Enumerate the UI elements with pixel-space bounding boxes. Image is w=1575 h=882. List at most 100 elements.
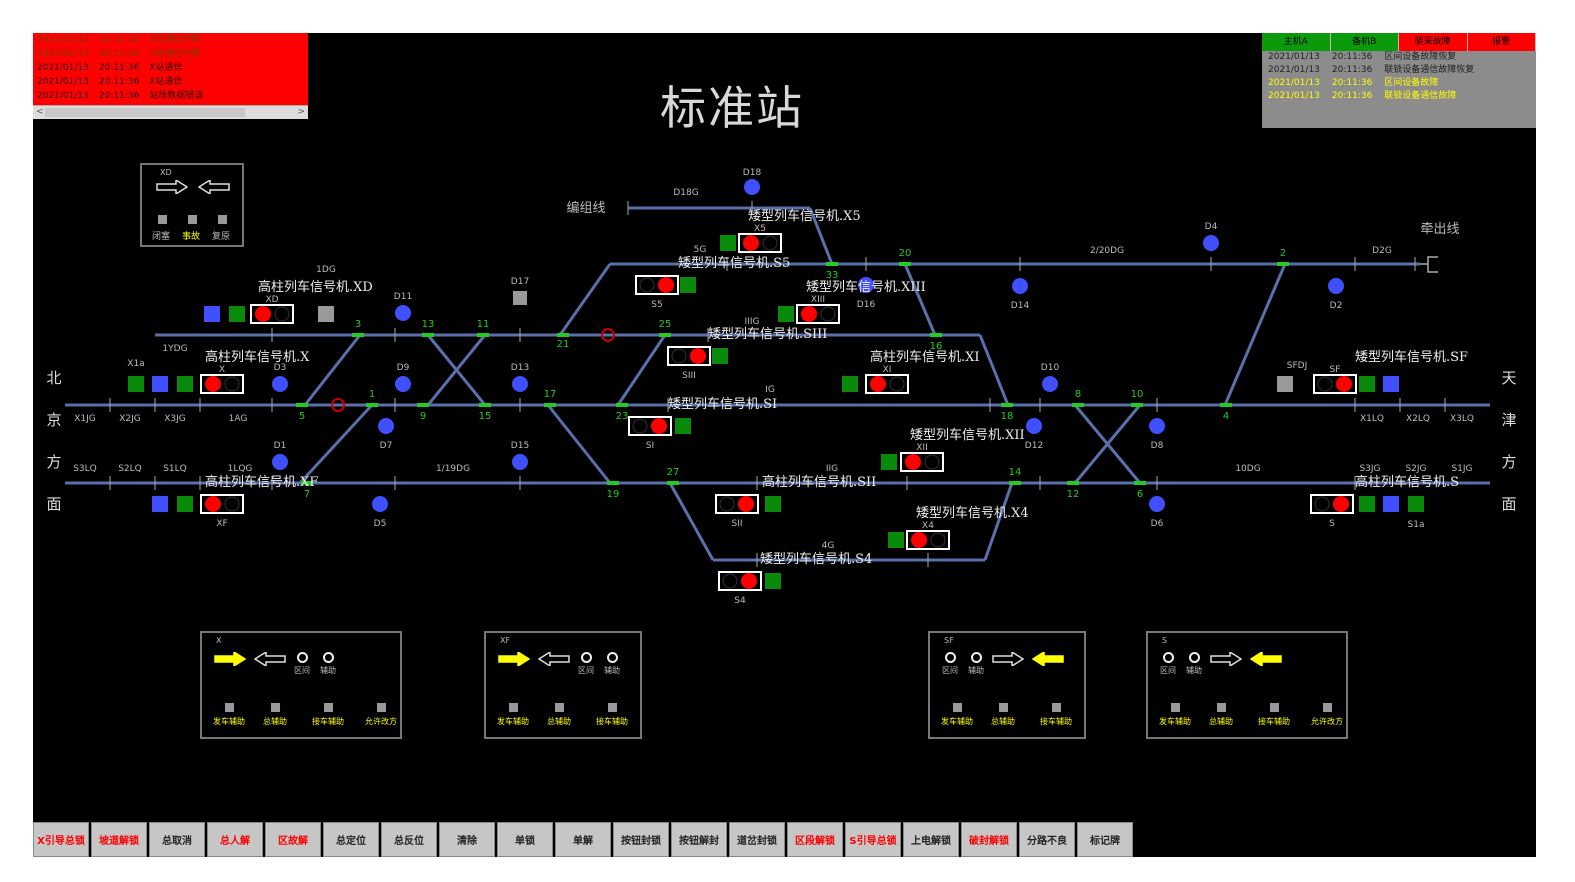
button-square[interactable] — [323, 703, 333, 712]
shunt-signal-D9[interactable]: D9 — [395, 363, 411, 392]
button-square[interactable] — [554, 703, 564, 712]
train-route-button[interactable] — [128, 376, 144, 392]
switch-point[interactable] — [607, 481, 619, 485]
shunt-signal-D7[interactable]: D7 — [378, 418, 394, 451]
button-square[interactable] — [376, 703, 386, 712]
shunt-signal-lamp[interactable] — [858, 277, 874, 293]
toolbar-button[interactable]: X引导总锁 — [33, 822, 89, 857]
toolbar-button[interactable]: 区段解锁 — [787, 822, 843, 857]
track-segment[interactable] — [1223, 263, 1287, 406]
train-route-button[interactable] — [765, 496, 781, 512]
switch-25[interactable]: 25 — [659, 319, 672, 337]
direction-button[interactable]: 接车辅助 — [1246, 703, 1302, 727]
direction-button[interactable]: 允许改方 — [360, 703, 402, 727]
shunt-signal-D15[interactable]: D15 — [511, 441, 529, 470]
toolbar-button[interactable]: 上电解锁 — [903, 822, 959, 857]
switch-5[interactable]: 5 — [296, 403, 308, 422]
toolbar-button[interactable]: 总定位 — [323, 822, 379, 857]
train-route-button[interactable] — [1359, 496, 1375, 512]
track-segment[interactable] — [983, 482, 1014, 561]
button-square[interactable] — [270, 703, 280, 712]
block-button[interactable] — [218, 215, 227, 224]
train-route-button[interactable] — [177, 496, 193, 512]
train-route-button[interactable] — [680, 277, 696, 293]
toolbar-button[interactable]: 按钮封锁 — [613, 822, 669, 857]
switch-point[interactable] — [659, 333, 671, 337]
switch-point[interactable] — [301, 481, 313, 485]
track-segment[interactable] — [808, 207, 834, 265]
switch-point[interactable] — [1067, 481, 1079, 485]
track-segment[interactable] — [546, 404, 612, 484]
direction-button[interactable]: 发车辅助 — [492, 703, 534, 727]
train-route-button[interactable] — [1408, 496, 1424, 512]
toolbar-button[interactable]: 单解 — [555, 822, 611, 857]
toolbar-button[interactable]: S引导总锁 — [845, 822, 901, 857]
shunt-signal-lamp[interactable] — [1149, 418, 1165, 434]
toolbar-button[interactable]: 标记牌 — [1077, 822, 1133, 857]
train-signal-S[interactable]: 高柱列车信号机.SS — [1310, 474, 1459, 529]
switch-4[interactable]: 4 — [1220, 403, 1232, 422]
switch-17[interactable]: 17 — [544, 389, 557, 407]
direction-button[interactable]: 总辅助 — [538, 703, 580, 727]
switch-point[interactable] — [1131, 403, 1143, 407]
switch-point[interactable] — [616, 403, 628, 407]
train-route-button[interactable] — [177, 376, 193, 392]
shunt-signal-D16[interactable]: D16 — [857, 277, 876, 310]
switch-point[interactable] — [422, 333, 434, 337]
train-route-button[interactable] — [229, 306, 245, 322]
shunt-signal-lamp[interactable] — [378, 418, 394, 434]
switch-9[interactable]: 9 — [417, 403, 429, 422]
track-segment[interactable] — [558, 263, 612, 336]
switch-7[interactable]: 7 — [301, 481, 313, 500]
shunt-signal-lamp[interactable] — [272, 376, 288, 392]
pass-button[interactable] — [1277, 376, 1293, 392]
toolbar-button[interactable]: 清除 — [439, 822, 495, 857]
switch-14[interactable]: 14 — [1009, 467, 1022, 485]
switch-11[interactable]: 11 — [477, 319, 490, 337]
track-segment[interactable] — [616, 334, 667, 406]
direction-button[interactable]: 发车辅助 — [1154, 703, 1196, 727]
switch-15[interactable]: 15 — [479, 403, 492, 422]
switch-point[interactable] — [366, 403, 378, 407]
shunt-signal-D6[interactable]: D6 — [1149, 496, 1165, 529]
toolbar-button[interactable]: 分路不良 — [1019, 822, 1075, 857]
track-segment[interactable] — [303, 334, 362, 406]
switch-3[interactable]: 3 — [352, 319, 364, 337]
toolbar-button[interactable]: 总取消 — [149, 822, 205, 857]
switch-point[interactable] — [557, 333, 569, 337]
switch-18[interactable]: 18 — [1001, 403, 1014, 422]
toolbar-button[interactable]: 区故解 — [265, 822, 321, 857]
button-square[interactable] — [508, 703, 518, 712]
status-button[interactable]: 驱采故障 — [1399, 33, 1468, 51]
switch-point[interactable] — [1277, 262, 1289, 266]
shunt-signal-lamp[interactable] — [1042, 376, 1058, 392]
switch-23[interactable]: 23 — [616, 403, 629, 422]
switch-19[interactable]: 19 — [607, 481, 620, 500]
button-square[interactable] — [224, 703, 234, 712]
train-route-button[interactable] — [712, 348, 728, 364]
switch-point[interactable] — [1009, 481, 1021, 485]
shunt-signal-D13[interactable]: D13 — [511, 363, 529, 392]
scroll-left-arrow[interactable]: < — [36, 107, 44, 117]
direction-button[interactable]: 接车辅助 — [300, 703, 356, 727]
button-square[interactable] — [1269, 703, 1279, 712]
switch-point[interactable] — [826, 262, 838, 266]
shunt-signal-lamp[interactable] — [1026, 418, 1042, 434]
train-route-button[interactable] — [881, 454, 897, 470]
shunt-signal-D10[interactable]: D10 — [1041, 363, 1060, 392]
shunt-route-button[interactable] — [152, 496, 168, 512]
shunt-signal-D11[interactable]: D11 — [394, 292, 412, 321]
direction-button[interactable]: 总辅助 — [254, 703, 296, 727]
train-route-button[interactable] — [842, 376, 858, 392]
switch-20[interactable]: 20 — [899, 248, 912, 266]
shunt-signal-D18[interactable]: D18 — [743, 168, 762, 195]
